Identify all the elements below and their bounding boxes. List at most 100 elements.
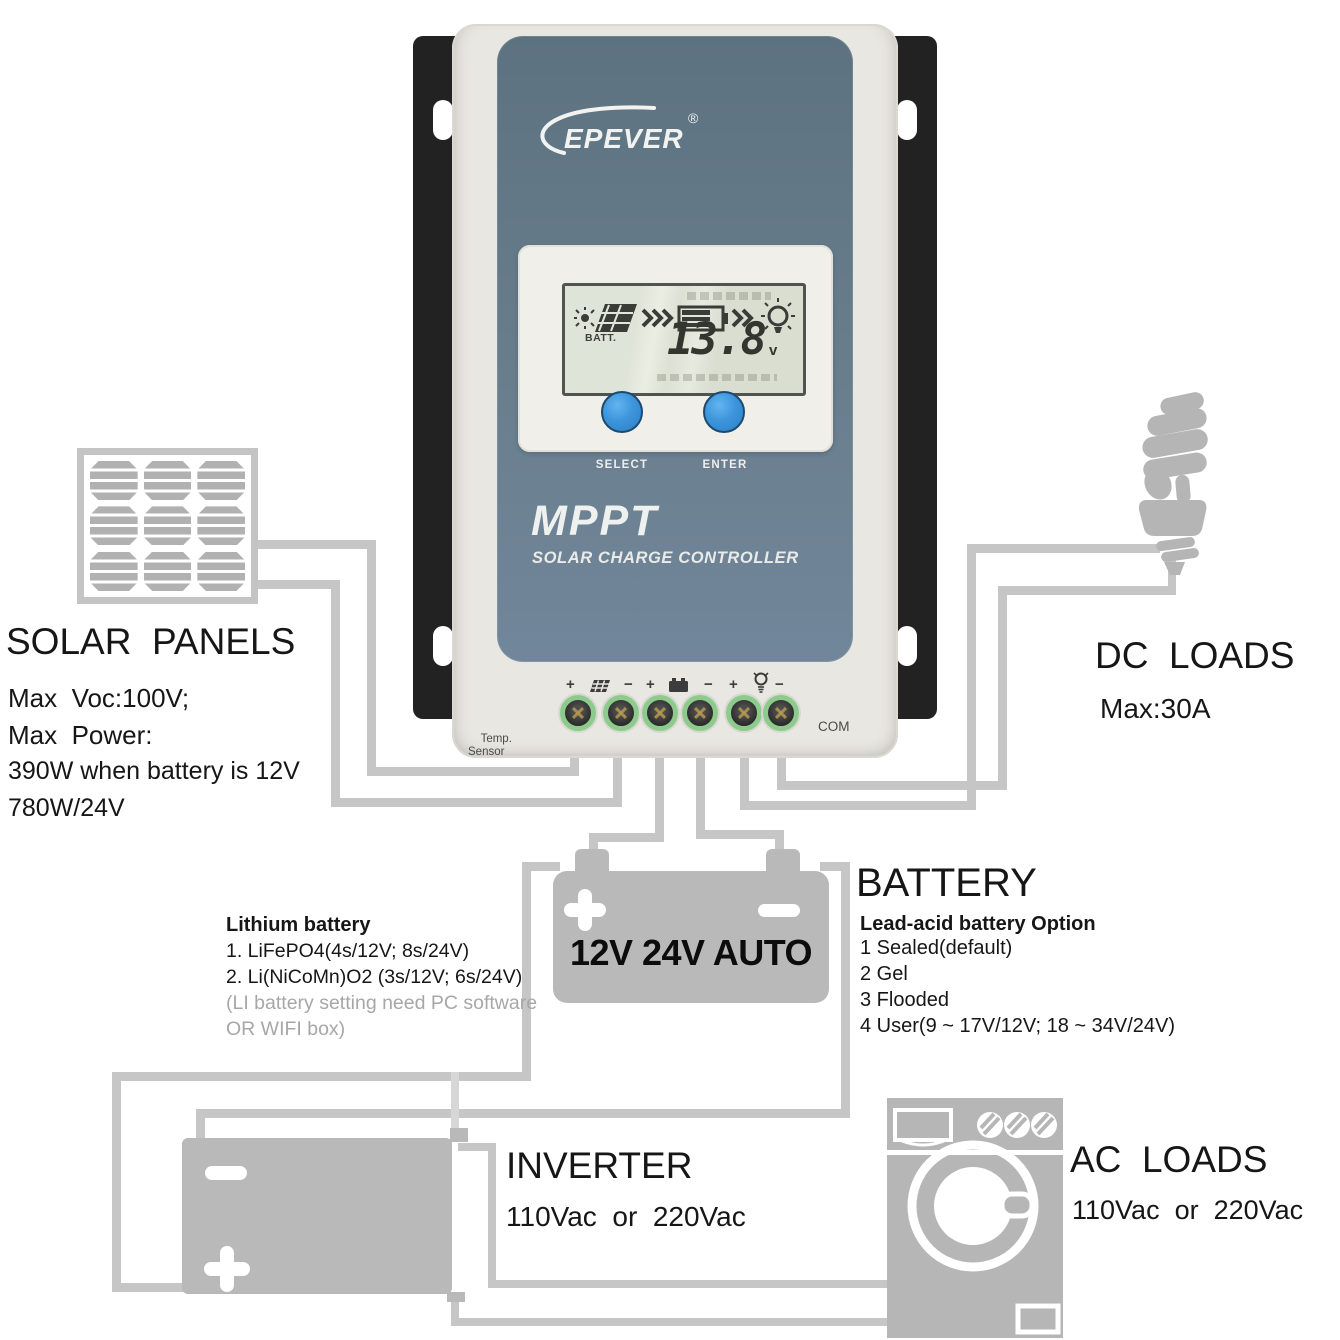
solar-panel-icon	[77, 448, 258, 604]
solar-panels-spec: 780W/24V	[8, 794, 125, 822]
battery-plus-mark	[578, 889, 592, 931]
wire-segment	[451, 1072, 459, 1136]
battery-minus-mark	[758, 904, 800, 917]
wire-segment	[112, 1283, 190, 1292]
terminal-pv-icon	[590, 680, 610, 692]
wire-segment	[331, 798, 622, 807]
inverter-terminal-stub	[450, 1128, 468, 1142]
battery-title: BATTERY	[856, 861, 1037, 905]
battery-option: 3 Flooded	[860, 989, 949, 1011]
select-button[interactable]	[601, 391, 643, 433]
mounting-hole	[897, 100, 917, 140]
lcd-ghost-segments	[687, 292, 771, 300]
battery-voltage-label: 12V 24V AUTO	[569, 932, 813, 973]
lcd-flow-icons	[574, 298, 795, 333]
product-subtitle: SOLAR CHARGE CONTROLLER	[532, 549, 799, 567]
wire-segment	[112, 1072, 121, 1292]
temp-sensor-label: Temp.Sensor	[468, 733, 512, 758]
com-port-label: COM	[818, 719, 850, 734]
lcd-voltage-value: 13.8	[667, 314, 767, 365]
lcd-voltage-unit: v	[769, 342, 778, 359]
load-plus-label: +	[729, 676, 738, 693]
lithium-line: 1. LiFePO4(4s/12V; 8s/24V)	[226, 940, 470, 962]
wire-segment	[696, 830, 784, 839]
terminal-load-icon	[753, 672, 769, 693]
wire-segment	[967, 544, 976, 810]
ac-loads-voltage: 110Vac or 220Vac	[1072, 1195, 1304, 1225]
wire-segment	[196, 1109, 205, 1140]
lithium-note: (LI battery setting need PC software	[226, 992, 538, 1014]
battery-plus-label: +	[646, 676, 655, 693]
inverter-voltage: 110Vac or 220Vac	[506, 1201, 746, 1232]
inverter-title: INVERTER	[506, 1145, 693, 1186]
battery-option: 2 Gel	[860, 963, 908, 985]
wire-segment	[589, 833, 598, 855]
lcd-screen: BATT. 13.8 v	[562, 283, 806, 396]
enter-button-label: ENTER	[702, 459, 748, 471]
wire-segment	[367, 767, 579, 776]
enter-button[interactable]	[703, 391, 745, 433]
select-button-label: SELECT	[595, 459, 649, 471]
wire-segment	[775, 830, 784, 856]
wire-segment	[589, 833, 664, 842]
wire-segment	[820, 862, 850, 871]
wire-segment	[488, 1280, 888, 1288]
battery-post-positive	[575, 849, 609, 875]
svg-text:®: ®	[688, 110, 699, 126]
inverter-minus-mark	[205, 1166, 247, 1180]
wire-segment	[522, 862, 531, 1081]
terminal-battery-positive[interactable]	[642, 695, 678, 731]
epever-logo: EPEVER ®	[540, 105, 699, 155]
product-title: MPPT	[531, 497, 659, 545]
wire-segment	[841, 862, 850, 1118]
terminal-battery-icon	[669, 678, 688, 692]
terminal-load-positive[interactable]	[726, 695, 762, 731]
wire-segment	[451, 1318, 911, 1326]
mounting-hole	[433, 100, 453, 140]
wire-segment	[258, 540, 376, 549]
load-minus-label: −	[775, 676, 784, 693]
ac-loads-title: AC LOADS	[1070, 1139, 1268, 1180]
lithium-line: 2. Li(NiCoMn)O2 (3s/12V; 6s/24V)	[226, 966, 523, 988]
wire-segment	[196, 1109, 850, 1118]
battery-option: 1 Sealed(default)	[860, 937, 1013, 959]
washing-machine-icon	[886, 1098, 1065, 1338]
solar-panels-spec: 390W when battery is 12V	[8, 757, 300, 785]
battery-options-heading: Lead-acid battery Option	[860, 913, 1096, 935]
solar-panels-title: SOLAR PANELS	[6, 621, 296, 662]
wire-segment	[777, 781, 1007, 790]
wire-segment	[112, 1072, 531, 1081]
battery-icon	[553, 871, 829, 1003]
wire-segment	[998, 586, 1176, 595]
inverter-plus-mark	[220, 1246, 234, 1292]
inverter-terminal-stub	[447, 1292, 465, 1302]
dc-loads-max: Max:30A	[1100, 693, 1211, 724]
terminal-load-negative[interactable]	[763, 695, 799, 731]
battery-option: 4 User(9 ~ 17V/12V; 18 ~ 34V/24V)	[860, 1015, 1176, 1037]
wire-segment	[522, 862, 560, 871]
cfl-bulb-icon	[1138, 392, 1208, 575]
wire-segment	[740, 801, 976, 810]
lcd-ghost-segments	[657, 374, 777, 381]
mounting-hole	[433, 626, 453, 666]
wire-segment	[696, 700, 705, 839]
lithium-note: OR WIFI box)	[226, 1018, 346, 1040]
battery-minus-label: −	[704, 676, 713, 693]
terminal-battery-negative[interactable]	[682, 695, 718, 731]
terminal-pv-positive[interactable]	[560, 695, 596, 731]
wire-segment	[967, 544, 1160, 553]
wire-segment	[998, 586, 1007, 790]
wire-segment	[488, 1143, 496, 1288]
pv-plus-label: +	[566, 676, 575, 693]
mounting-hole	[897, 626, 917, 666]
lcd-batt-label: BATT.	[585, 332, 617, 344]
lithium-heading: Lithium battery	[226, 914, 371, 936]
dc-loads-title: DC LOADS	[1095, 635, 1295, 676]
solar-panels-spec: Max Power:	[8, 720, 153, 750]
pv-minus-label: −	[624, 676, 633, 693]
wire-segment	[1168, 560, 1176, 595]
terminal-pv-negative[interactable]	[603, 695, 639, 731]
battery-post-negative	[766, 849, 800, 875]
wire-segment	[451, 1294, 459, 1326]
